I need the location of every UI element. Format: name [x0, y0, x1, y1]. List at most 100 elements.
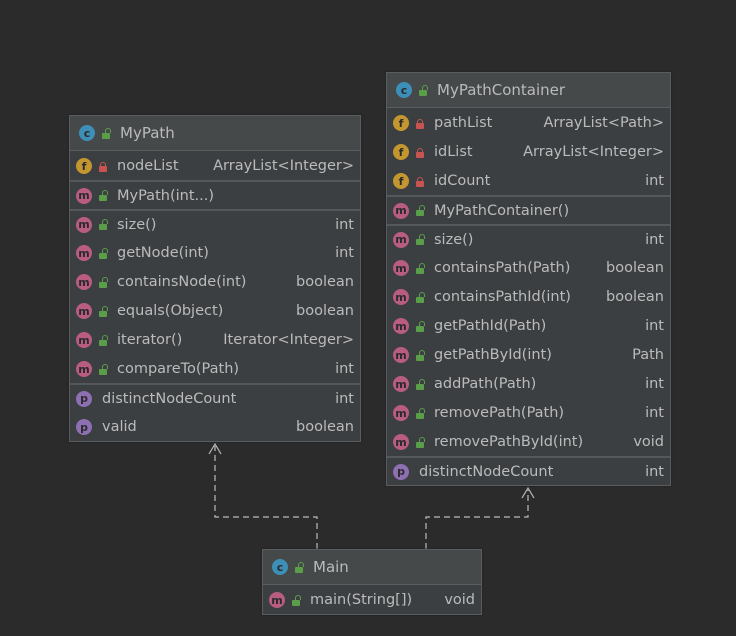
member-type: int [645, 405, 664, 421]
private-lock-icon [415, 118, 424, 129]
member-row[interactable]: m containsPathId(int) boolean [387, 282, 670, 311]
method-icon: m [393, 347, 409, 363]
member-row[interactable]: m equals(Object) boolean [70, 296, 360, 325]
class-name: MyPath [120, 124, 175, 142]
class-main[interactable]: c Main m main(String[]) void [262, 549, 482, 615]
member-row[interactable]: m MyPathContainer() [387, 195, 670, 224]
member-name: iterator() [117, 332, 183, 348]
member-name: pathList [434, 115, 493, 131]
member-type: boolean [606, 289, 664, 305]
arrowhead-mypath [208, 442, 222, 455]
member-type: ArrayList<Integer> [523, 144, 664, 160]
class-mypath[interactable]: c MyPath f nodeList ArrayList<Integer> m… [69, 115, 361, 442]
member-type: void [633, 434, 664, 450]
public-lock-icon [291, 594, 301, 606]
class-mypathcontainer[interactable]: c MyPathContainer f pathList ArrayList<P… [386, 72, 671, 486]
field-icon: f [76, 158, 92, 174]
private-lock-icon [415, 147, 424, 158]
member-type: boolean [606, 260, 664, 276]
class-icon: c [396, 82, 412, 98]
member-name: removePath(Path) [434, 405, 565, 421]
method-icon: m [76, 187, 92, 204]
member-name: idCount [434, 173, 491, 189]
private-lock-icon [415, 176, 424, 187]
member-row[interactable]: m addPath(Path) int [387, 369, 670, 398]
method-icon: m [76, 303, 92, 319]
method-icon: m [393, 434, 409, 450]
public-lock-icon [415, 291, 425, 303]
member-name: size() [117, 216, 157, 233]
public-lock-icon [418, 84, 428, 96]
class-name: Main [313, 558, 349, 576]
public-lock-icon [98, 334, 108, 346]
class-icon: c [79, 125, 95, 141]
member-name: MyPathContainer() [434, 202, 570, 219]
member-row[interactable]: m removePath(Path) int [387, 398, 670, 427]
class-name: MyPathContainer [437, 81, 566, 99]
member-row[interactable]: m getNode(int) int [70, 238, 360, 267]
member-row[interactable]: m main(String[]) void [263, 585, 481, 614]
member-name: idList [434, 144, 473, 160]
member-type: int [335, 216, 354, 233]
member-row[interactable]: p distinctNodeCount int [70, 383, 360, 412]
member-name: getNode(int) [117, 245, 209, 261]
member-row[interactable]: f nodeList ArrayList<Integer> [70, 151, 360, 180]
method-icon: m [269, 592, 285, 608]
member-name: getPathId(Path) [434, 318, 547, 334]
public-lock-icon [415, 234, 425, 245]
member-row[interactable]: p distinctNodeCount int [387, 456, 670, 485]
public-lock-icon [415, 378, 425, 390]
method-icon: m [393, 231, 409, 248]
method-icon: m [393, 318, 409, 334]
public-lock-icon [98, 276, 108, 288]
member-row[interactable]: m getPathById(int) Path [387, 340, 670, 369]
public-lock-icon [98, 363, 108, 375]
member-type: void [444, 592, 475, 608]
member-row[interactable]: m removePathById(int) void [387, 427, 670, 456]
public-lock-icon [98, 190, 108, 201]
member-row[interactable]: m compareTo(Path) int [70, 354, 360, 383]
class-header[interactable]: c Main [263, 550, 481, 585]
member-row[interactable]: m containsNode(int) boolean [70, 267, 360, 296]
method-icon: m [76, 216, 92, 233]
member-name: addPath(Path) [434, 376, 537, 392]
member-row[interactable]: m size() int [70, 209, 360, 238]
method-icon: m [393, 260, 409, 276]
member-name: containsNode(int) [117, 274, 247, 290]
method-icon: m [76, 245, 92, 261]
member-name: distinctNodeCount [419, 463, 554, 480]
member-row[interactable]: m iterator() Iterator<Integer> [70, 325, 360, 354]
member-row[interactable]: f idList ArrayList<Integer> [387, 137, 670, 166]
member-type: boolean [296, 274, 354, 290]
member-row[interactable]: m getPathId(Path) int [387, 311, 670, 340]
property-icon: p [76, 390, 92, 407]
field-icon: f [393, 173, 409, 189]
member-row[interactable]: p valid boolean [70, 412, 360, 441]
member-row[interactable]: m size() int [387, 224, 670, 253]
member-name: removePathById(int) [434, 434, 584, 450]
member-name: getPathById(int) [434, 347, 552, 363]
class-header[interactable]: c MyPathContainer [387, 73, 670, 108]
member-row[interactable]: f pathList ArrayList<Path> [387, 108, 670, 137]
member-name: MyPath(int...) [117, 187, 214, 204]
member-type: int [645, 463, 664, 480]
member-name: main(String[]) [310, 592, 413, 608]
member-type: int [335, 245, 354, 261]
member-row[interactable]: m MyPath(int...) [70, 180, 360, 209]
arrowhead-container [521, 486, 535, 499]
public-lock-icon [98, 247, 108, 259]
member-name: size() [434, 231, 474, 248]
member-type: int [335, 390, 354, 407]
public-lock-icon [294, 561, 304, 573]
member-name: compareTo(Path) [117, 361, 240, 377]
member-row[interactable]: m containsPath(Path) boolean [387, 253, 670, 282]
class-header[interactable]: c MyPath [70, 116, 360, 151]
member-name: equals(Object) [117, 303, 224, 319]
member-type: int [645, 318, 664, 334]
method-icon: m [393, 289, 409, 305]
member-type: Iterator<Integer> [223, 332, 354, 348]
member-row[interactable]: f idCount int [387, 166, 670, 195]
member-type: Path [632, 347, 664, 363]
public-lock-icon [415, 349, 425, 361]
